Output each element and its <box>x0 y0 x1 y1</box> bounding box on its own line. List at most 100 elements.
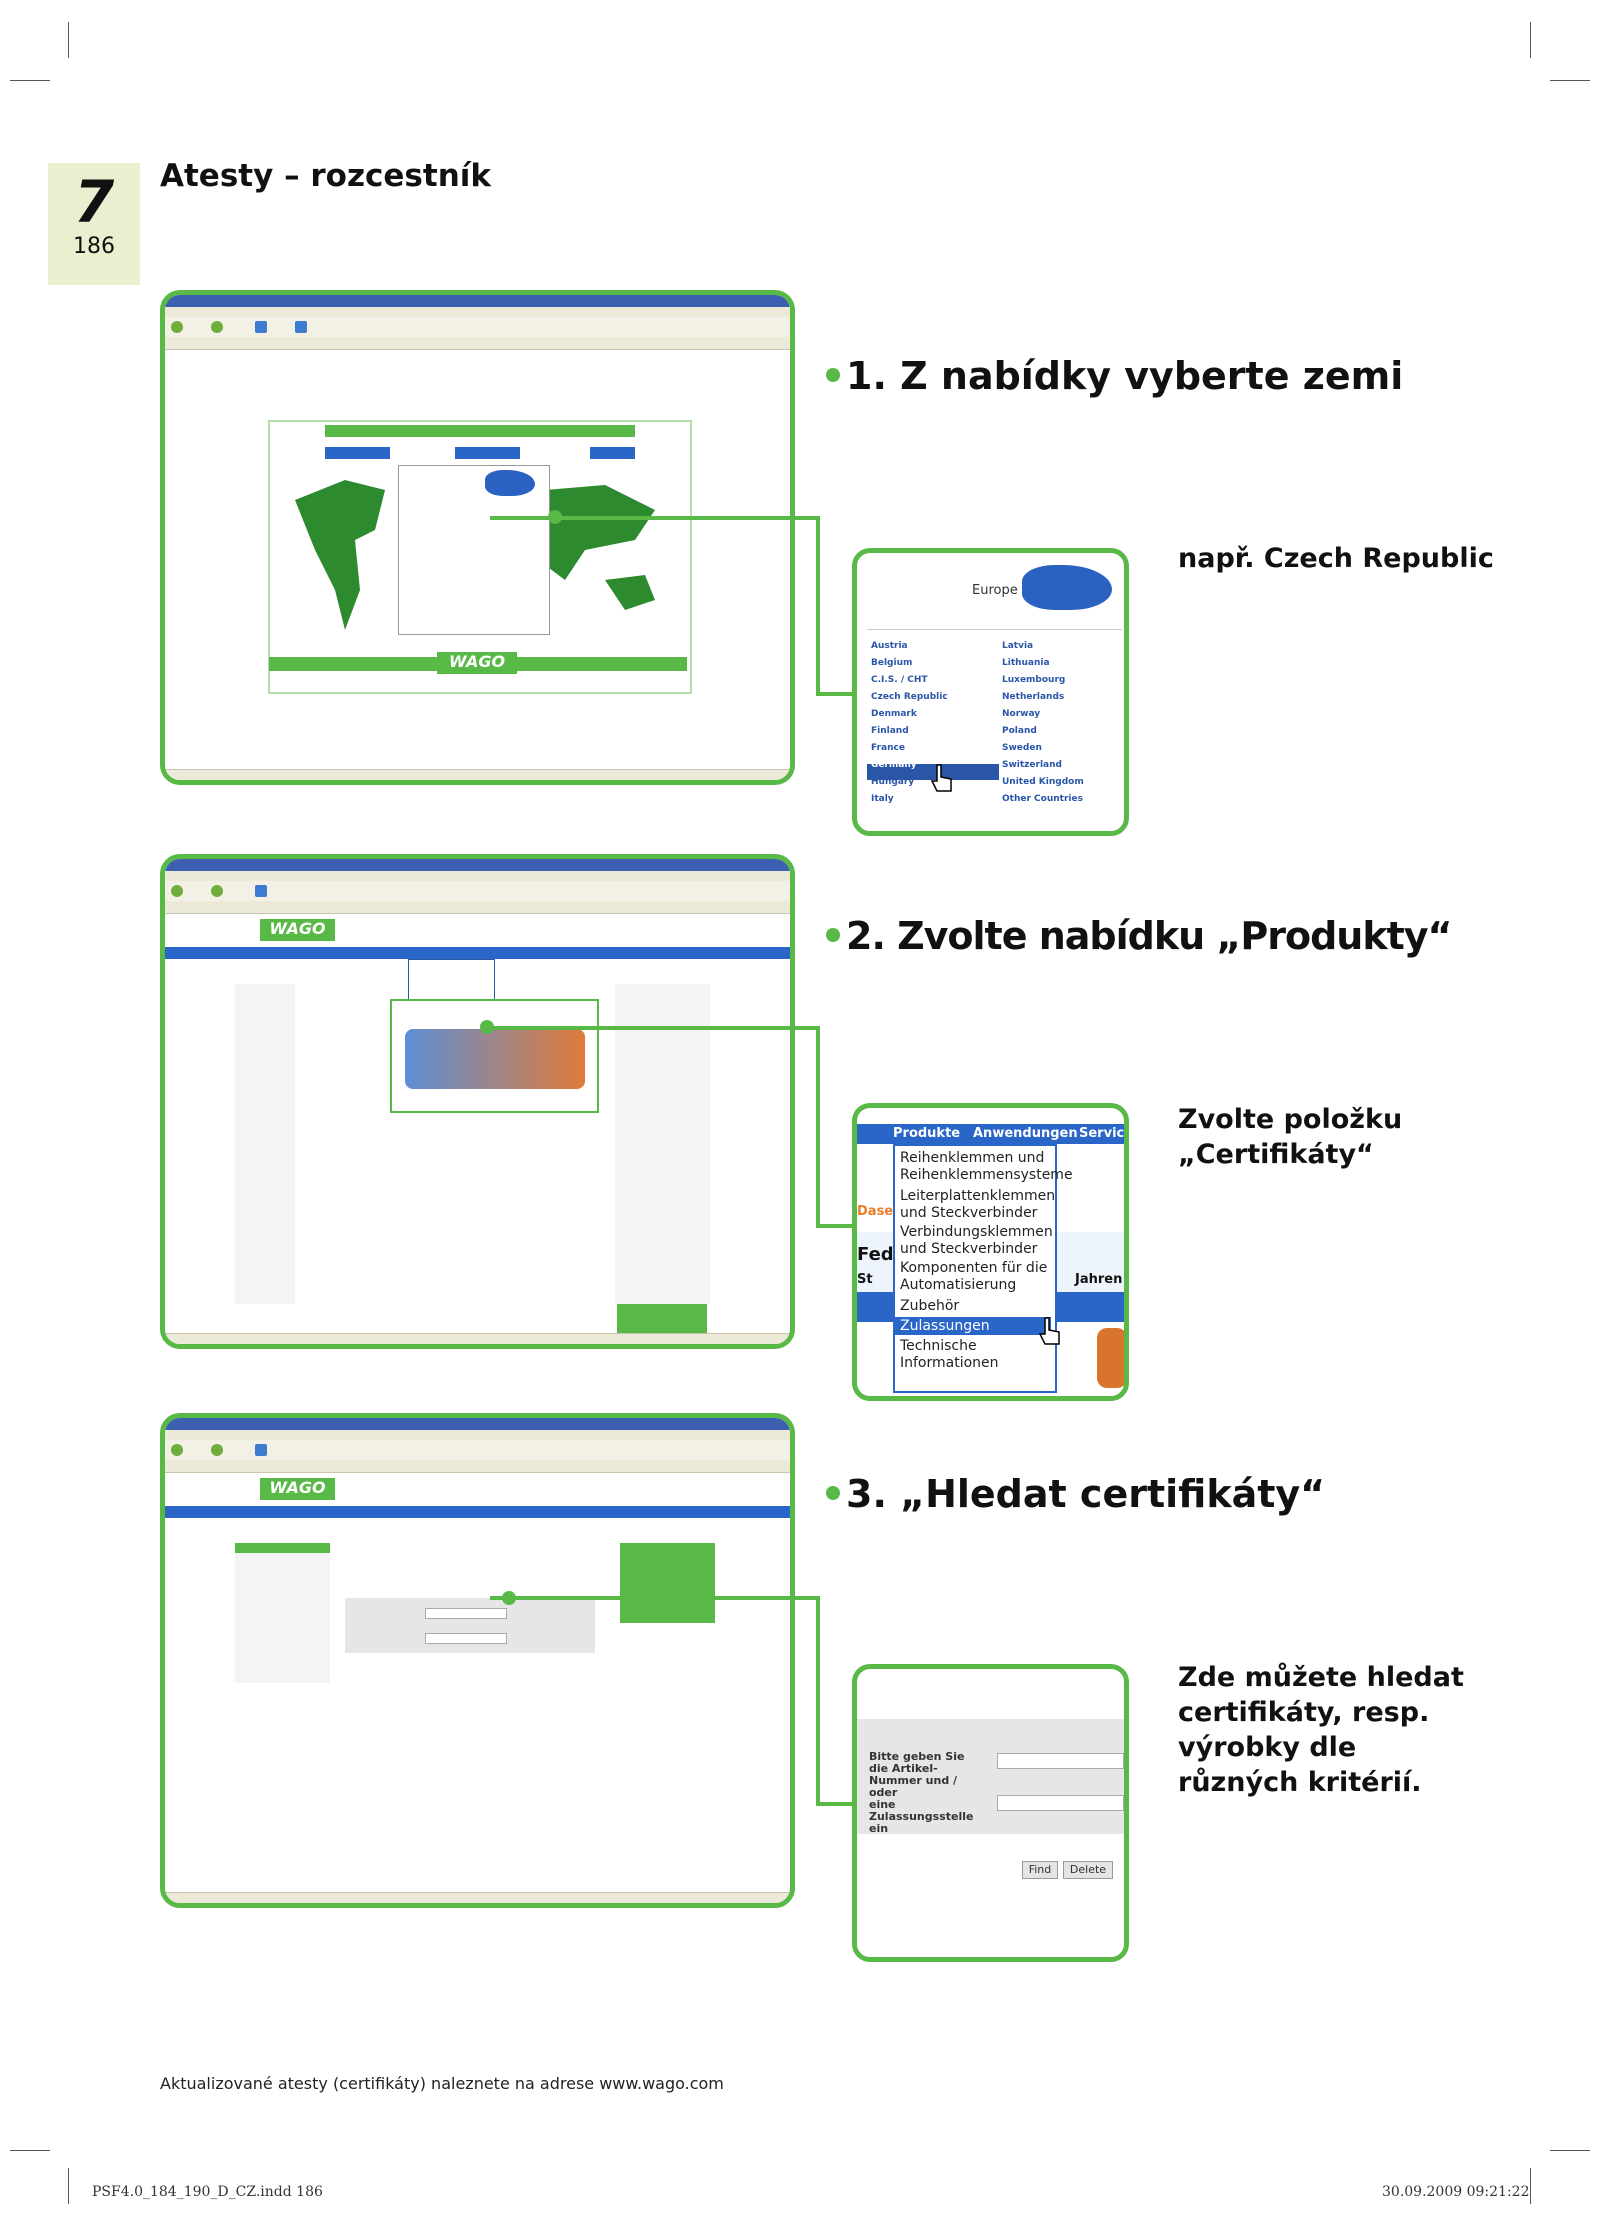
nav-item-anwendungen[interactable]: Anwendungen <box>973 1126 1078 1141</box>
address-bar <box>165 337 790 350</box>
country-link[interactable]: Netherlands <box>1002 692 1065 702</box>
bg-orange-shape <box>1097 1328 1124 1388</box>
region-button-asia <box>590 447 635 459</box>
left-sidebar <box>235 984 295 1304</box>
menu-item-zulassungen[interactable]: Zulassungen <box>900 1318 990 1334</box>
connector-line-1 <box>816 692 852 696</box>
connector-dot <box>502 1591 516 1605</box>
bg-text: Dase <box>857 1204 894 1219</box>
delete-button[interactable]: Delete <box>1063 1861 1113 1879</box>
crop-mark <box>10 80 50 81</box>
search-icon <box>295 321 307 333</box>
approval-body-field[interactable] <box>997 1795 1124 1811</box>
window-titlebar <box>165 295 790 307</box>
browser-screenshot-2: WAGO <box>160 854 795 1349</box>
crop-mark <box>1550 2150 1590 2151</box>
country-link[interactable]: Other Countries <box>1002 794 1083 804</box>
address-bar <box>165 1460 790 1473</box>
country-link[interactable]: Denmark <box>871 709 917 719</box>
step-2-note: Zvolte položku „Certifikáty“ <box>1178 1104 1403 1170</box>
main-nav-bar <box>165 1506 790 1518</box>
region-button-europe <box>455 447 520 459</box>
forward-icon <box>211 885 223 897</box>
quicklinks-box <box>620 1543 715 1623</box>
page-title: Atesty – rozcestník <box>160 158 492 194</box>
connector-line-3 <box>816 1802 852 1806</box>
country-link[interactable]: France <box>871 743 905 753</box>
file-slug: PSF4.0_184_190_D_CZ.indd 186 <box>92 2184 323 2200</box>
date-slug: 30.09.2009 09:21:22 <box>1382 2184 1530 2200</box>
crop-mark <box>1530 22 1531 58</box>
wago-logo: WAGO <box>260 1478 335 1500</box>
home-icon <box>255 1444 267 1456</box>
chapter-number: 7 <box>73 168 115 236</box>
menu-highlight-zulassungen <box>895 1317 1051 1335</box>
country-link[interactable]: Lithuania <box>1002 658 1050 668</box>
step-1-note: např. Czech Republic <box>1178 543 1494 574</box>
connector-dot <box>480 1020 494 1034</box>
connector-line-1 <box>816 516 820 696</box>
teaser-image <box>405 1029 585 1089</box>
country-link[interactable]: United Kingdom <box>1002 777 1084 787</box>
back-icon <box>171 321 183 333</box>
crop-mark <box>68 2168 69 2204</box>
find-button[interactable]: Find <box>1022 1861 1058 1879</box>
zoom-europe-map <box>1022 565 1112 610</box>
popup-europe-map <box>485 470 535 496</box>
zoom-search-form: Bitte geben Sie die Artikel-Nummer und /… <box>852 1664 1129 1962</box>
crop-mark <box>68 22 69 58</box>
crop-mark <box>10 2150 50 2151</box>
panel-header <box>325 425 635 437</box>
country-link[interactable]: Austria <box>871 641 908 651</box>
approval-body-field[interactable] <box>425 1633 507 1644</box>
country-link[interactable]: Sweden <box>1002 743 1042 753</box>
crop-mark <box>1530 2168 1531 2204</box>
country-link[interactable]: Hungary <box>871 777 915 787</box>
country-link[interactable]: Poland <box>1002 726 1037 736</box>
country-link[interactable]: Latvia <box>1002 641 1034 651</box>
connector-line-3 <box>490 1596 820 1600</box>
country-link-selected[interactable]: Germany <box>871 760 917 770</box>
address-bar <box>165 901 790 914</box>
nav-item-service[interactable]: Service <box>1079 1126 1129 1141</box>
step-1-heading: 1. Z nabídky vyberte zemi <box>826 354 1403 398</box>
menu-item[interactable]: Zubehör <box>900 1298 960 1314</box>
window-titlebar <box>165 1418 790 1430</box>
country-link[interactable]: Italy <box>871 794 894 804</box>
home-icon <box>255 885 267 897</box>
forward-icon <box>211 321 223 333</box>
connector-line-3 <box>816 1596 820 1806</box>
country-link[interactable]: Belgium <box>871 658 913 668</box>
browser-screenshot-1: WAGO <box>160 290 795 785</box>
right-sidebar <box>615 984 710 1304</box>
connector-line-2 <box>816 1224 852 1228</box>
country-link[interactable]: Switzerland <box>1002 760 1062 770</box>
country-link[interactable]: Luxembourg <box>1002 675 1066 685</box>
connector-line-1 <box>490 516 820 520</box>
step-3-heading: 3. „Hledat certifikáty“ <box>826 1472 1325 1516</box>
page-number: 186 <box>73 234 115 259</box>
article-number-field[interactable] <box>997 1753 1124 1769</box>
crop-mark <box>1550 80 1590 81</box>
article-number-field[interactable] <box>425 1608 507 1619</box>
zoom-form-box <box>857 1719 1124 1834</box>
dropdown-menu <box>893 1144 1057 1393</box>
country-link[interactable]: Finland <box>871 726 909 736</box>
status-bar <box>165 769 790 780</box>
main-nav-bar <box>165 947 790 959</box>
connector-line-2 <box>490 1026 820 1030</box>
window-titlebar <box>165 859 790 871</box>
hand-cursor-icon <box>1038 1317 1060 1345</box>
country-link[interactable]: Czech Republic <box>871 692 948 702</box>
region-button-america <box>325 447 390 459</box>
country-link[interactable]: C.I.S. / CHT <box>871 675 928 685</box>
back-icon <box>171 885 183 897</box>
country-link[interactable]: Norway <box>1002 709 1041 719</box>
bg-text: St <box>857 1272 873 1287</box>
nav-item-produkte[interactable]: Produkte <box>893 1126 961 1141</box>
